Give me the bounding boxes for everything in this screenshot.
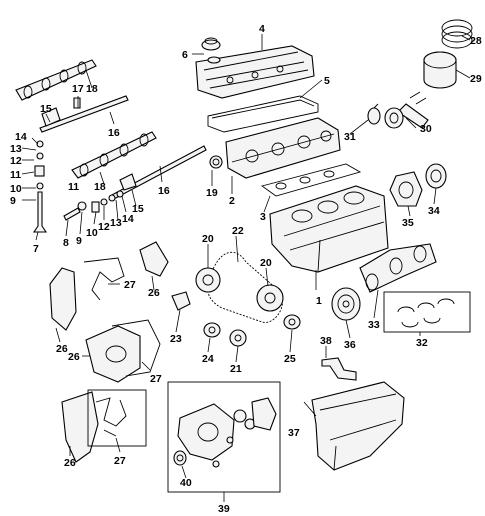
callout-5[interactable]: 5 <box>324 75 330 87</box>
head-gasket[interactable] <box>260 163 362 197</box>
callout-20[interactable]: 20 <box>202 233 214 245</box>
callout-14b[interactable]: 14 <box>15 131 27 143</box>
callout-29[interactable]: 29 <box>470 73 482 85</box>
callout-23[interactable]: 23 <box>170 333 182 345</box>
camshaft-sprocket-right[interactable] <box>256 284 284 312</box>
callout-26d[interactable]: 26 <box>64 457 76 469</box>
callout-8[interactable]: 8 <box>63 237 69 249</box>
callout-10b[interactable]: 10 <box>10 183 22 195</box>
callout-18[interactable]: 18 <box>86 83 98 95</box>
callout-20b[interactable]: 20 <box>260 257 272 269</box>
callout-28[interactable]: 28 <box>470 35 482 47</box>
callout-16[interactable]: 16 <box>108 127 120 139</box>
leader-lines <box>21 34 471 502</box>
callout-30[interactable]: 30 <box>420 123 432 135</box>
cover-gasket-middle[interactable] <box>111 319 161 377</box>
camshaft-upper[interactable] <box>15 59 97 101</box>
callout-1[interactable]: 1 <box>316 295 322 307</box>
callout-32[interactable]: 32 <box>416 337 428 349</box>
idler-pulley[interactable] <box>203 322 221 338</box>
callout-36[interactable]: 36 <box>344 339 356 351</box>
crank-sprocket[interactable] <box>229 329 247 347</box>
callout-34[interactable]: 34 <box>428 205 440 217</box>
callout-9[interactable]: 9 <box>76 235 82 247</box>
callout-labels: 1 2 3 4 5 6 7 8 9 10 11 12 13 14 15 16 1… <box>10 23 482 515</box>
timing-belt[interactable] <box>206 251 283 323</box>
callout-27b[interactable]: 27 <box>150 373 162 385</box>
connecting-rod[interactable] <box>384 91 429 129</box>
callout-24[interactable]: 24 <box>202 353 214 365</box>
callout-18b[interactable]: 18 <box>94 181 106 193</box>
callout-9b[interactable]: 9 <box>10 195 16 207</box>
callout-12[interactable]: 12 <box>98 221 110 233</box>
callout-27c[interactable]: 27 <box>114 455 126 467</box>
camshaft-sprocket-left[interactable] <box>195 267 221 293</box>
callout-40[interactable]: 40 <box>180 477 192 489</box>
camshaft-seal[interactable] <box>209 155 223 169</box>
callout-2[interactable]: 2 <box>229 195 235 207</box>
callout-14[interactable]: 14 <box>122 213 134 225</box>
rocker-arm[interactable] <box>41 107 137 191</box>
callout-11b[interactable]: 11 <box>10 169 21 181</box>
crankshaft[interactable] <box>359 243 437 293</box>
valve-cover[interactable] <box>195 45 315 99</box>
callout-7[interactable]: 7 <box>33 243 39 255</box>
callout-39[interactable]: 39 <box>218 503 230 515</box>
callout-16b[interactable]: 16 <box>158 185 170 197</box>
cover-gasket-upper[interactable] <box>83 257 125 301</box>
valve-components[interactable] <box>32 97 124 233</box>
belt-tensioner[interactable] <box>283 314 301 330</box>
cover-gasket-lower[interactable] <box>95 397 127 437</box>
callout-13[interactable]: 13 <box>110 217 122 229</box>
callout-15b[interactable]: 15 <box>40 103 52 115</box>
crankshaft-pulley[interactable] <box>331 287 361 321</box>
callout-6[interactable]: 6 <box>182 49 188 61</box>
callout-25[interactable]: 25 <box>284 353 296 365</box>
callout-15[interactable]: 15 <box>132 203 144 215</box>
callout-33[interactable]: 33 <box>368 319 380 331</box>
timing-cover-upper[interactable] <box>49 267 77 331</box>
seal-retainer[interactable] <box>389 171 423 207</box>
callout-11[interactable]: 11 <box>68 181 79 193</box>
callout-19[interactable]: 19 <box>206 187 218 199</box>
oil-pump[interactable] <box>177 397 277 468</box>
callout-26c[interactable]: 26 <box>68 351 80 363</box>
callout-37[interactable]: 37 <box>288 427 300 439</box>
callout-4[interactable]: 4 <box>259 23 265 35</box>
callout-21[interactable]: 21 <box>230 363 242 375</box>
callout-3[interactable]: 3 <box>260 211 266 223</box>
oil-pickup[interactable] <box>321 357 357 381</box>
callout-17[interactable]: 17 <box>72 83 84 95</box>
piston[interactable] <box>423 51 457 89</box>
oil-pan[interactable] <box>311 381 405 471</box>
oil-filler-cap[interactable] <box>201 37 221 64</box>
callout-26b[interactable]: 26 <box>56 343 68 355</box>
sensor[interactable] <box>367 103 381 125</box>
engine-block[interactable] <box>269 185 389 273</box>
cylinder-head[interactable] <box>225 117 341 179</box>
oil-filter[interactable] <box>173 450 187 466</box>
crank-bearings[interactable] <box>383 291 471 333</box>
rocker-shaft-upper[interactable] <box>39 95 129 133</box>
callout-31[interactable]: 31 <box>344 131 356 143</box>
rear-main-seal[interactable] <box>425 163 447 189</box>
callout-10[interactable]: 10 <box>86 227 98 239</box>
piston-rings[interactable] <box>441 19 473 49</box>
gasket-box <box>87 389 147 447</box>
timing-cover-middle[interactable] <box>85 325 141 383</box>
callout-12b[interactable]: 12 <box>10 155 22 167</box>
callout-22[interactable]: 22 <box>232 225 244 237</box>
timing-cover-lower[interactable] <box>61 391 99 463</box>
callout-35[interactable]: 35 <box>402 217 414 229</box>
callout-26[interactable]: 26 <box>148 287 160 299</box>
callout-27[interactable]: 27 <box>124 279 136 291</box>
tensioner-arm[interactable] <box>171 291 191 311</box>
camshaft-lower[interactable] <box>71 131 157 179</box>
timing-cover-bracket[interactable] <box>139 241 169 277</box>
callout-13b[interactable]: 13 <box>10 143 22 155</box>
callout-38[interactable]: 38 <box>320 335 332 347</box>
valve-cover-gasket[interactable] <box>207 95 319 133</box>
